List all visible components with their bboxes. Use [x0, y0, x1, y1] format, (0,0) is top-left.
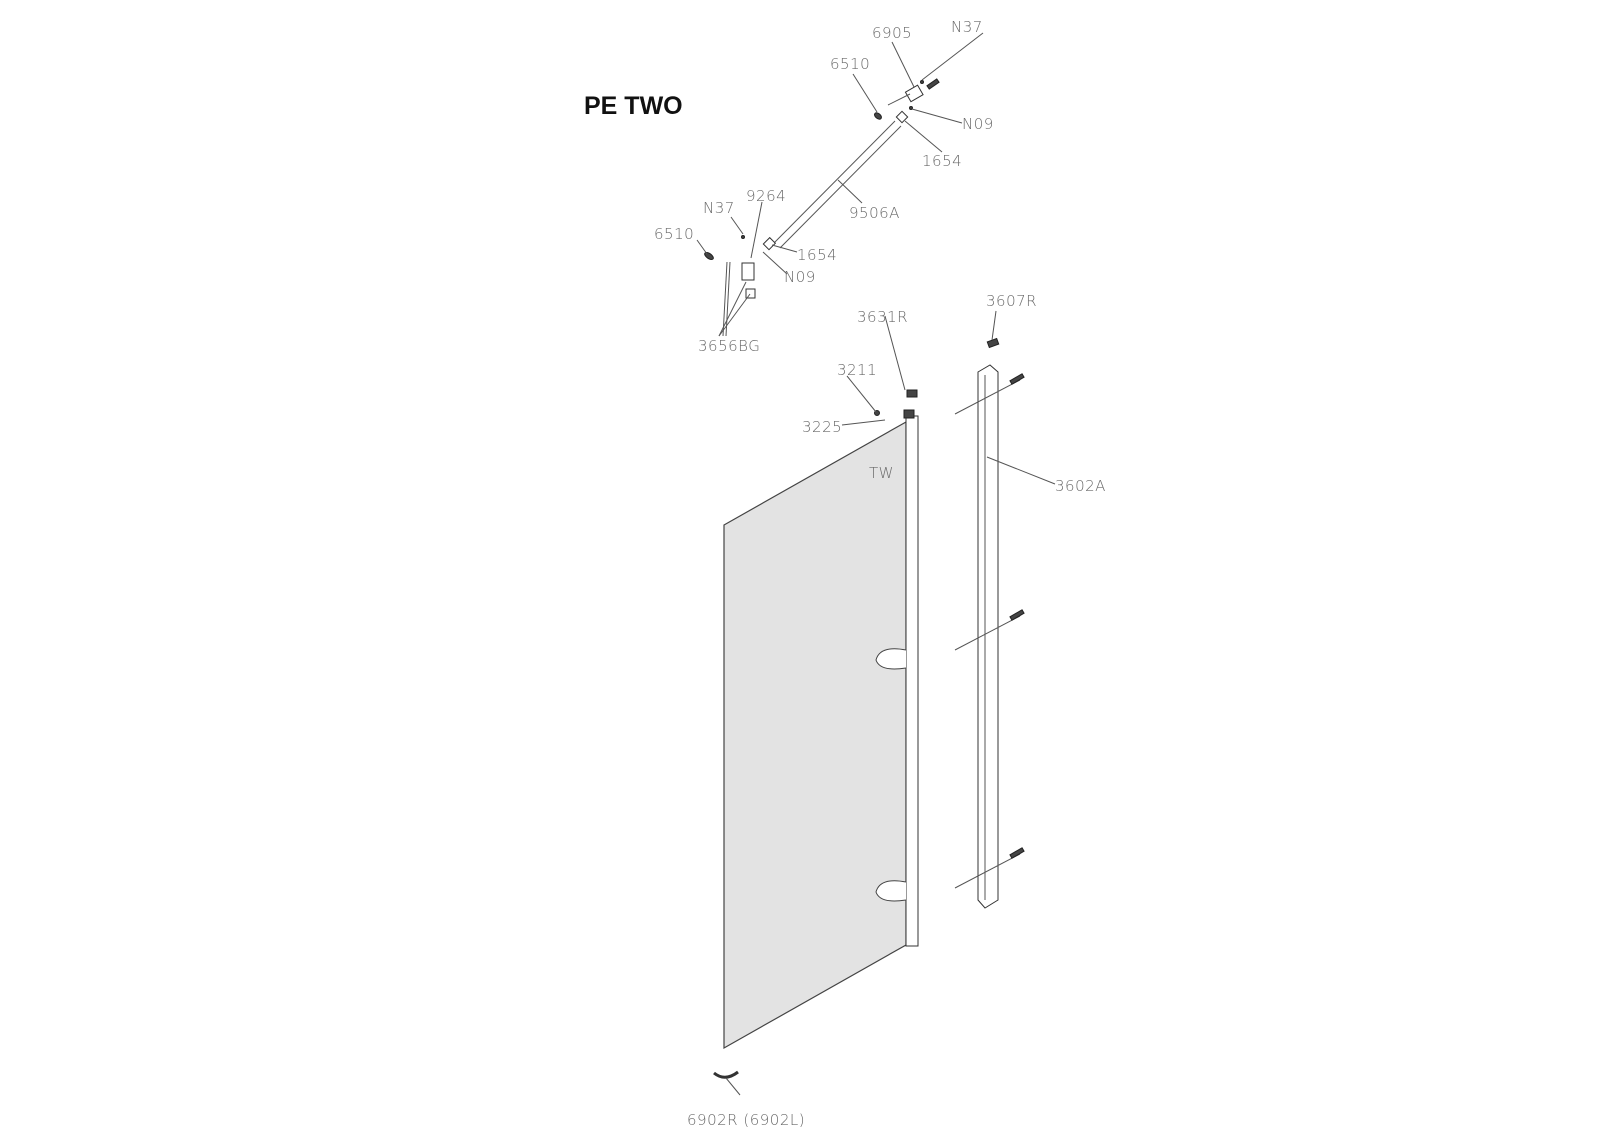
label-n09-left: N09 [784, 268, 816, 286]
label-6510-left: 6510 [654, 225, 694, 243]
label-3631r: 3631R [857, 308, 908, 326]
label-9506a: 9506A [849, 204, 900, 222]
label-3602a: 3602A [1055, 477, 1106, 495]
connector-1654-left [762, 236, 777, 251]
wall-profile-3602A [977, 364, 999, 909]
label-9264: 9264 [746, 187, 786, 205]
hinge-profile-3631R [905, 415, 919, 947]
handle-cutout-lower [875, 880, 907, 902]
label-1654-top: 1654 [922, 152, 962, 170]
cap-6510-left [704, 251, 714, 261]
diagram-title: PE TWO [584, 92, 683, 120]
label-1654-left: 1654 [797, 246, 837, 264]
label-tw: TW [869, 464, 894, 482]
top-clip-3631R [906, 389, 918, 398]
glass-panel-tw [723, 420, 907, 1050]
wall-plugs [954, 373, 1025, 889]
label-n09-top: N09 [962, 115, 994, 133]
label-n37-top: N37 [951, 18, 983, 36]
label-6905: 6905 [872, 24, 912, 42]
label-3656bg: 3656BG [698, 337, 760, 355]
wall-bracket-3656BG [722, 261, 756, 337]
support-rod-9506A [773, 120, 902, 249]
top-wall-bracket-6905 [887, 78, 940, 106]
label-3607r: 3607R [986, 292, 1037, 310]
leader-lines [696, 32, 1056, 1096]
screw-n37-left [741, 235, 745, 239]
handle-cutout-upper [875, 648, 907, 670]
top-cap-3607R [986, 337, 1000, 349]
top-cap-3225 [903, 409, 915, 419]
cap-6510-top [874, 112, 882, 120]
label-3211: 3211 [837, 361, 877, 379]
connector-1654-top [895, 106, 913, 124]
label-n37-left: N37 [703, 199, 735, 217]
label-6902: 6902R (6902L) [687, 1111, 805, 1129]
label-3225: 3225 [802, 418, 842, 436]
label-6510-top: 6510 [830, 55, 870, 73]
bottom-seal-6902 [713, 1070, 739, 1079]
